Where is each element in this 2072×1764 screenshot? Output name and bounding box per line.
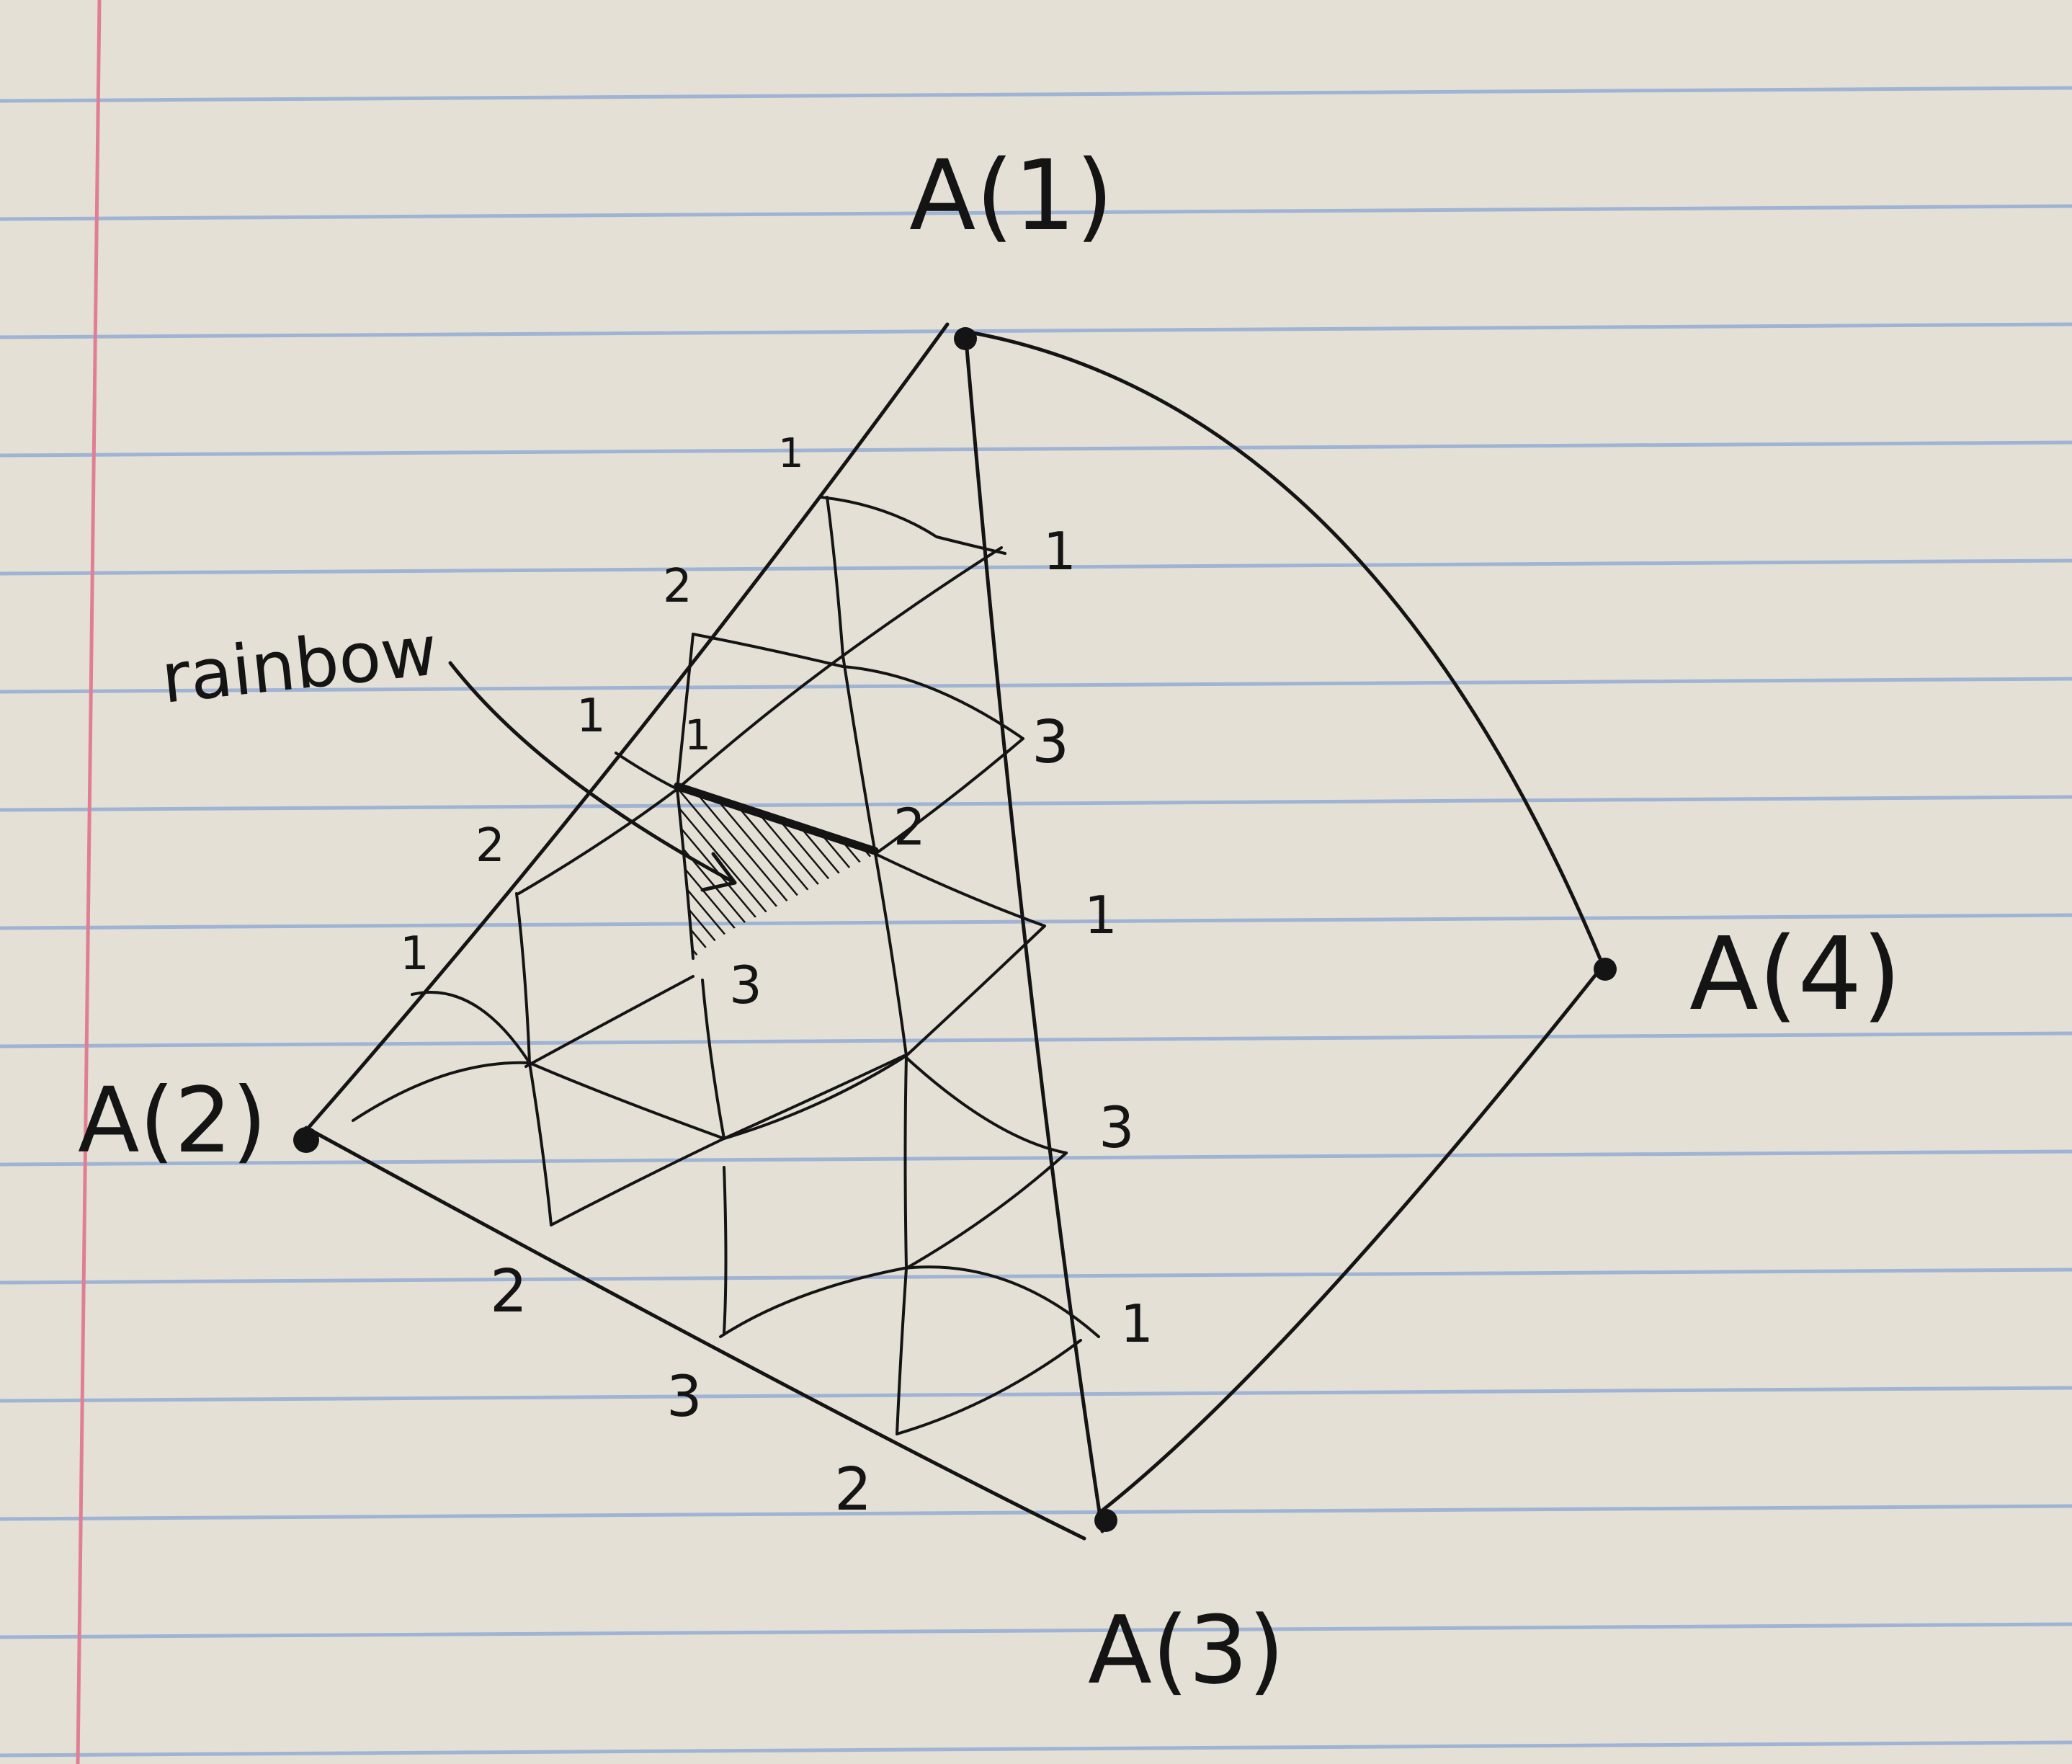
grid-strand	[896, 1339, 1082, 1435]
ruled-line	[0, 795, 2072, 812]
right-edge-label: 1	[1043, 521, 1076, 582]
ruled-line	[0, 440, 2072, 458]
ruled-line	[0, 1149, 2072, 1167]
tetrahedron-edges	[297, 322, 1605, 1541]
edge-a4-a3	[1097, 963, 1605, 1515]
vertex-dots	[293, 327, 1617, 1532]
right-edge-label: 1	[1084, 885, 1117, 945]
grid-strand	[692, 633, 1024, 740]
grid-strand	[676, 633, 695, 790]
grid-strand	[524, 975, 695, 1068]
ruled-line	[0, 677, 2072, 694]
ruled-line	[0, 322, 2072, 339]
grid-strand	[905, 1152, 1068, 1270]
rainbow-shaded-cell	[677, 789, 875, 958]
ruled-line	[0, 1268, 2072, 1285]
edge-a2-a3	[304, 1126, 1086, 1541]
vertex-dot-a3	[1094, 1509, 1117, 1532]
vertex-label-a1: A(1)	[909, 139, 1114, 252]
rainbow-cell-label: 2	[893, 798, 926, 857]
left-edge-label: 1	[778, 430, 804, 477]
vertex-dot-a4	[1594, 958, 1617, 981]
ruled-line	[0, 1740, 2072, 1758]
edge-a1-a2	[297, 322, 950, 1141]
left-edge-label: 1	[576, 690, 606, 743]
rainbow-edge	[674, 782, 879, 854]
ruled-line	[0, 204, 2072, 221]
right-edge-label: 3	[1099, 1096, 1135, 1161]
left-edge-label: 2	[663, 560, 692, 613]
grid-strand	[719, 1265, 1100, 1338]
bottom-edge-label: 3	[666, 1365, 702, 1430]
vertex-label-a3: A(3)	[1088, 1595, 1285, 1705]
ruled-line	[0, 1622, 2072, 1639]
grid-strand	[874, 737, 1024, 855]
bottom-edge-label: 2	[834, 1456, 872, 1524]
face-subdivision-grid	[352, 496, 1100, 1435]
vertex-dot-a1	[954, 327, 977, 350]
vertex-label-a2: A(2)	[78, 1069, 267, 1173]
ruled-line	[0, 1386, 2072, 1403]
rainbow-arrow	[448, 661, 737, 892]
rainbow-cell-label: 1	[684, 710, 711, 760]
grid-strand	[826, 496, 844, 657]
grid-strand	[723, 1166, 728, 1335]
ruled-line	[0, 86, 2072, 103]
edge-a1-a4	[963, 329, 1605, 968]
grid-strand	[352, 1061, 531, 1122]
grid-strand	[701, 979, 725, 1140]
grid-strand	[676, 546, 1003, 790]
ruled-line	[0, 558, 2072, 576]
bottom-edge-label: 2	[490, 1257, 527, 1326]
left-edge-label: 2	[475, 819, 505, 873]
grid-strand	[676, 788, 695, 960]
right-edge-label: 3	[1032, 708, 1069, 777]
edge-a1-a3	[963, 329, 1104, 1533]
vertex-label-a4: A(4)	[1689, 916, 1901, 1033]
rainbow-cell-label: 3	[729, 955, 762, 1015]
grid-strand	[517, 788, 679, 895]
grid-strand	[820, 496, 1006, 555]
grid-strand	[874, 852, 908, 1057]
right-edge-label: 1	[1120, 1293, 1153, 1354]
grid-strand	[550, 925, 1046, 1226]
margin-line	[76, 0, 102, 1764]
vertex-dot-a2	[293, 1127, 319, 1153]
grid-strand	[615, 752, 1046, 927]
grid-strand	[841, 654, 877, 855]
left-edge-label: 1	[400, 927, 429, 981]
